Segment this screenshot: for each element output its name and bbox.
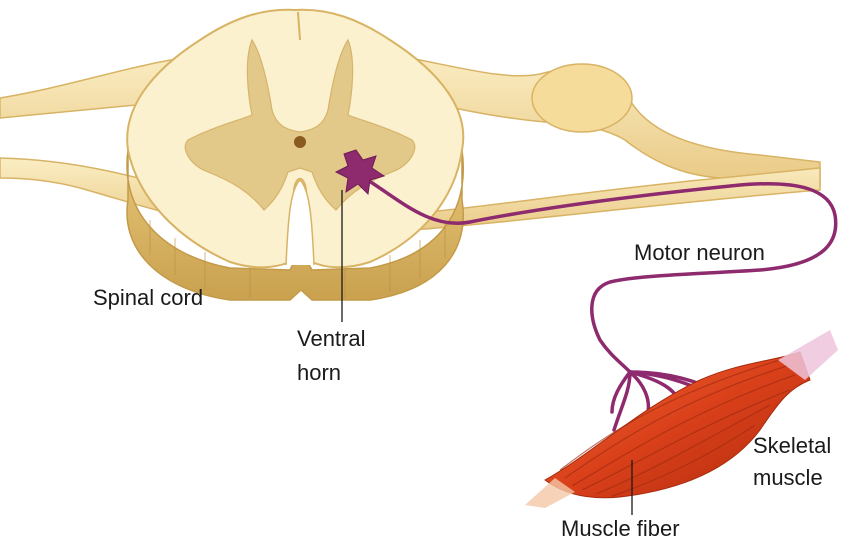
spinal-cord [127, 10, 463, 300]
ventral-horn-label-line2: horn [297, 360, 341, 386]
motor-neuron-label: Motor neuron [634, 240, 765, 266]
dorsal-root-ganglion [532, 64, 632, 132]
ventral-horn-label-line1: Ventral [297, 326, 366, 352]
muscle-fiber-label: Muscle fiber [561, 516, 680, 542]
central-canal [294, 136, 306, 148]
skeletal-muscle-label-line2: muscle [753, 465, 823, 491]
spinal-cord-label: Spinal cord [93, 285, 203, 311]
skeletal-muscle-label-line1: Skeletal [753, 433, 831, 459]
